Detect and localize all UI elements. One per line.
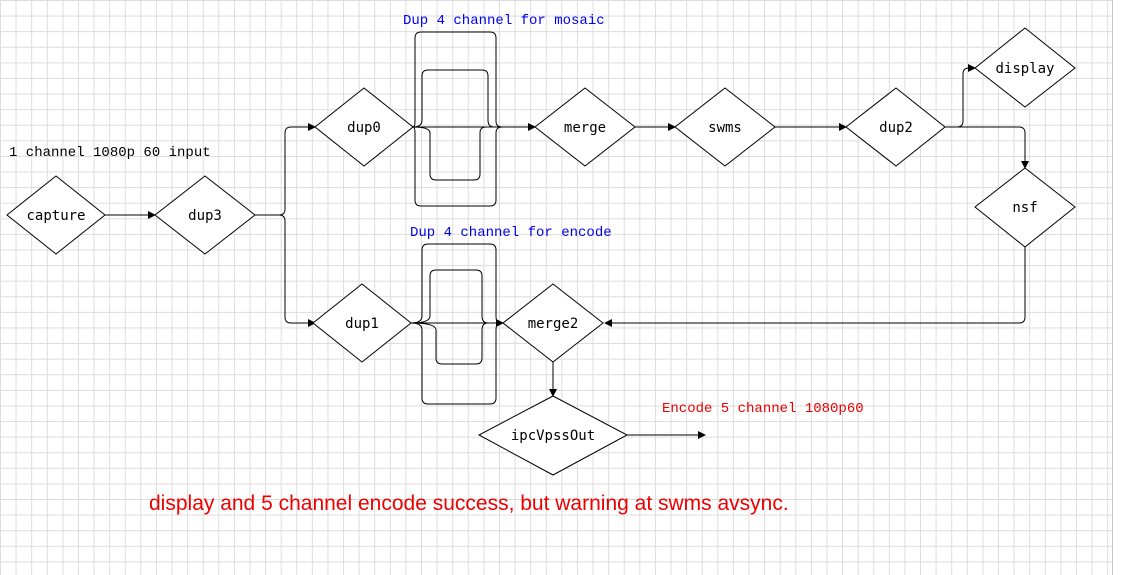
node-swms: swms [674, 87, 776, 167]
edges [105, 31, 1029, 439]
node-label-display: display [995, 61, 1054, 77]
node-label-nsf: nsf [1012, 200, 1037, 216]
node-label-capture: capture [26, 208, 85, 224]
edge-dup2-nsf [945, 126, 1029, 169]
node-label-dup3: dup3 [188, 208, 222, 224]
node-dup0: dup0 [314, 87, 414, 167]
node-ipcvpssout: ipcVpssOut [477, 395, 629, 476]
note-input: 1 channel 1080p 60 input [9, 145, 211, 161]
node-label-merge: merge [564, 120, 606, 136]
node-merge2: merge2 [502, 283, 604, 363]
node-nsf: nsf [974, 167, 1076, 248]
edge-dup3-dup1 [255, 214, 316, 327]
node-dup2: dup2 [845, 87, 946, 167]
note-encode-dup: Dup 4 channel for encode [410, 225, 612, 241]
edge-nsf-merge2 [604, 247, 1026, 327]
node-label-swms: swms [708, 120, 742, 136]
edge-bundle-dup0-merge [412, 31, 536, 207]
node-label-ipcvpssout: ipcVpssOut [511, 428, 595, 444]
edge-dup2-display [945, 64, 976, 128]
note-mosaic: Dup 4 channel for mosaic [403, 13, 605, 29]
node-dup3: dup3 [154, 175, 256, 255]
node-label-dup0: dup0 [347, 120, 381, 136]
node-merge: merge [534, 87, 636, 167]
node-capture: capture [6, 175, 106, 255]
edge-dup3-dup0 [255, 123, 316, 216]
node-dup1: dup1 [312, 283, 412, 363]
node-label-dup2: dup2 [879, 120, 913, 136]
node-label-merge2: merge2 [528, 316, 579, 332]
edge-bundle-dup1-merge2 [410, 243, 504, 405]
note-encode-output: Encode 5 channel 1080p60 [662, 401, 864, 417]
node-label-dup1: dup1 [345, 316, 379, 332]
note-status: display and 5 channel encode success, bu… [149, 492, 789, 515]
node-display: display [974, 27, 1076, 108]
